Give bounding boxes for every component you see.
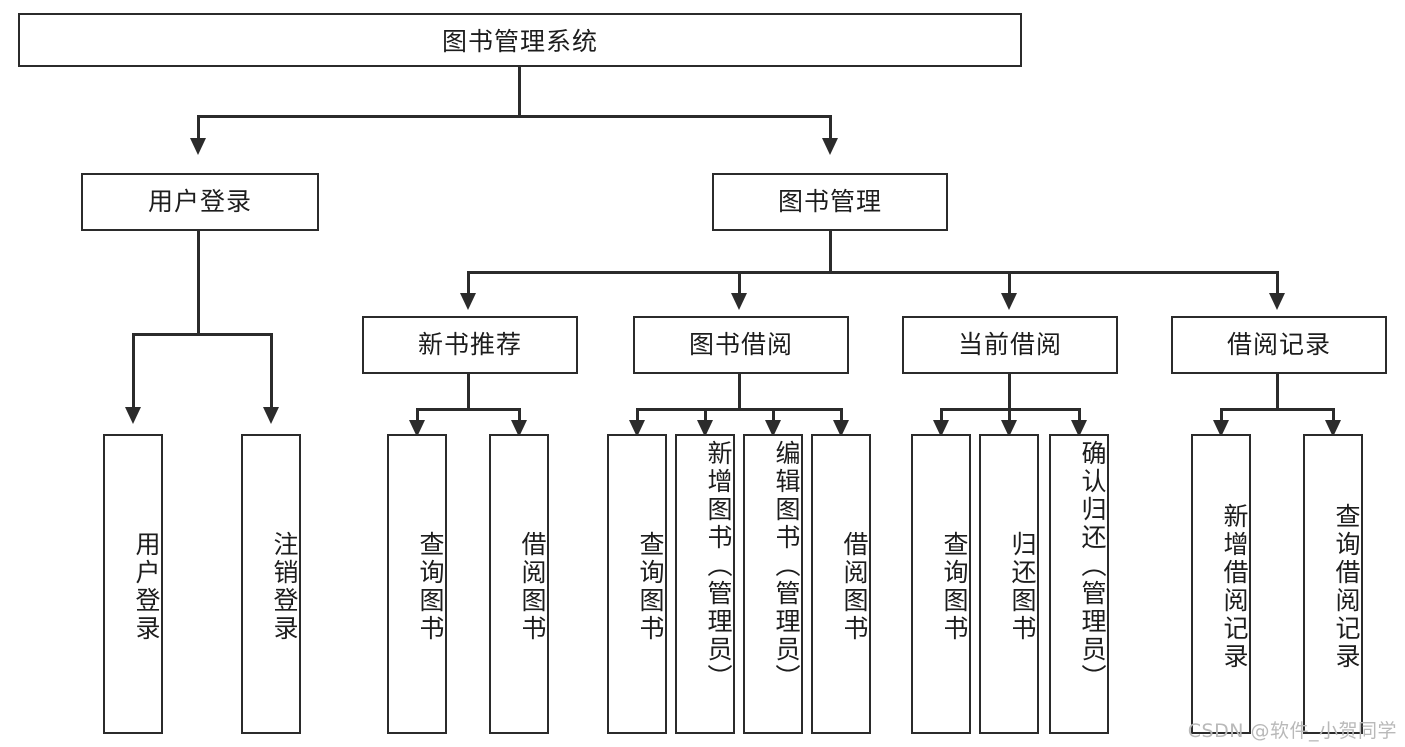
arrow-to-user-login (190, 138, 206, 155)
csdn-watermark: CSDN @软件_小贺同学 (1187, 720, 1397, 742)
arrow-to-book-borrow (731, 293, 747, 310)
leaf-add-record: 新增借阅记录 (1191, 434, 1251, 734)
connector-user-login-drop-1 (132, 333, 135, 409)
leaf-add-book: 新增图书（管理员） (675, 434, 735, 734)
connector-book-borrow-drop-1 (636, 408, 639, 422)
leaf-borrow-book-2: 借阅图书 (811, 434, 871, 734)
connector-current-borrow-bus (941, 408, 1081, 411)
connector-level3-bus (468, 271, 1278, 274)
node-current-borrow: 当前借阅 (902, 316, 1118, 374)
connector-book-borrow-drop-2 (704, 408, 707, 422)
connector-user-login-bus (133, 333, 272, 336)
arrow-to-book-manage (822, 138, 838, 155)
arrow-leaf-user-login (125, 407, 141, 424)
connector-book-borrow-drop-4 (840, 408, 843, 422)
connector-user-login-stem (197, 231, 200, 335)
node-new-book-rec: 新书推荐 (362, 316, 578, 374)
connector-book-manage-stem (829, 231, 832, 273)
connector-book-borrow-drop-3 (772, 408, 775, 422)
leaf-borrow-book-1: 借阅图书 (489, 434, 549, 734)
arrow-leaf-logout-login (263, 407, 279, 424)
connector-new-book-rec-bus (417, 408, 520, 411)
connector-borrow-record-stem (1276, 374, 1279, 410)
connector-new-book-rec-drop-2 (518, 408, 521, 422)
connector-new-book-rec-drop-1 (416, 408, 419, 422)
connector-book-borrow-stem (738, 374, 741, 410)
connector-to-current-borrow (1008, 271, 1011, 295)
connector-current-borrow-drop-1 (940, 408, 943, 422)
leaf-query-book-2: 查询图书 (607, 434, 667, 734)
arrow-to-borrow-record (1269, 293, 1285, 310)
connector-to-book-borrow (738, 271, 741, 295)
arrow-to-new-book-rec (460, 293, 476, 310)
connector-to-new-book-rec (467, 271, 470, 295)
leaf-query-book-3: 查询图书 (911, 434, 971, 734)
leaf-user-login: 用户登录 (103, 434, 163, 734)
node-user-login: 用户登录 (81, 173, 319, 231)
leaf-logout-login: 注销登录 (241, 434, 301, 734)
connector-to-book-manage (829, 115, 832, 140)
arrow-leaf-return-book (1001, 420, 1017, 437)
arrow-leaf-add-book (697, 420, 713, 437)
leaf-query-record: 查询借阅记录 (1303, 434, 1363, 734)
connector-current-borrow-stem (1008, 374, 1011, 410)
connector-current-borrow-drop-2 (1008, 408, 1011, 422)
arrow-leaf-edit-book (765, 420, 781, 437)
arrow-leaf-query-book-1 (409, 420, 425, 437)
connector-borrow-record-bus (1221, 408, 1334, 411)
connector-new-book-rec-stem (467, 374, 470, 410)
connector-book-borrow-bus (637, 408, 843, 411)
arrow-leaf-borrow-book-2 (833, 420, 849, 437)
leaf-confirm-return: 确认归还（管理员） (1049, 434, 1109, 734)
connector-to-borrow-record (1276, 271, 1279, 295)
node-book-manage: 图书管理 (712, 173, 948, 231)
connector-to-user-login (197, 115, 200, 140)
arrow-leaf-query-book-3 (933, 420, 949, 437)
arrow-leaf-query-record (1325, 420, 1341, 437)
connector-current-borrow-drop-3 (1078, 408, 1081, 422)
arrow-leaf-query-book-2 (629, 420, 645, 437)
node-root-system: 图书管理系统 (18, 13, 1022, 67)
leaf-edit-book: 编辑图书（管理员） (743, 434, 803, 734)
connector-root-stem (518, 67, 521, 117)
arrow-to-current-borrow (1001, 293, 1017, 310)
leaf-query-book-1: 查询图书 (387, 434, 447, 734)
arrow-leaf-add-record (1213, 420, 1229, 437)
connector-user-login-drop-2 (270, 333, 273, 409)
connector-borrow-record-drop-2 (1332, 408, 1335, 422)
node-borrow-record: 借阅记录 (1171, 316, 1387, 374)
node-book-borrow: 图书借阅 (633, 316, 849, 374)
arrow-leaf-confirm-return (1071, 420, 1087, 437)
arrow-leaf-borrow-book-1 (511, 420, 527, 437)
connector-level1-bus (198, 115, 832, 118)
leaf-return-book: 归还图书 (979, 434, 1039, 734)
connector-borrow-record-drop-1 (1220, 408, 1223, 422)
